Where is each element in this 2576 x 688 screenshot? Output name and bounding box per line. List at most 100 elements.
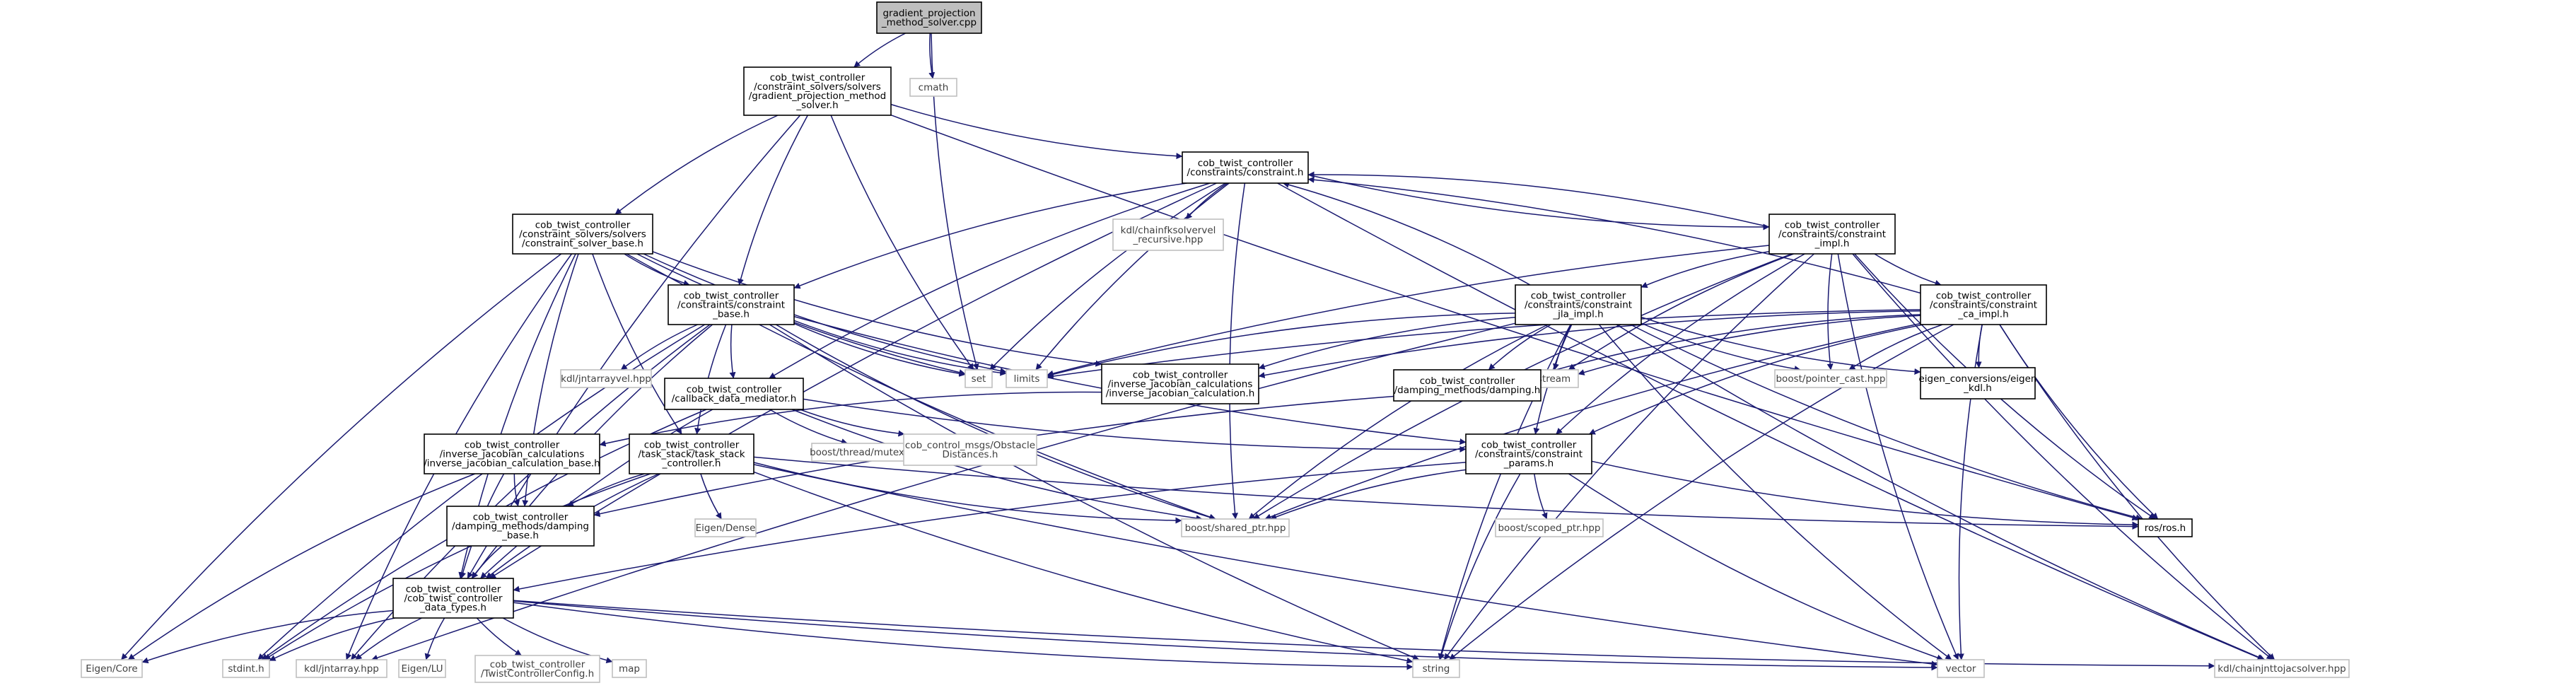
edge-constraint_params-to-scoped_ptr — [1534, 473, 1548, 520]
edge-gpms_h-to-ros — [890, 114, 2139, 521]
node-box — [1182, 151, 1309, 184]
edge-ca_impl-to-string — [1449, 324, 1954, 660]
node-label-line: _method_solver.cpp — [881, 17, 977, 28]
node-box — [1112, 218, 1224, 251]
edge-constraint_h-to-limits — [1035, 182, 1230, 371]
node-label-line: boost/pointer_cast.hpp — [1776, 373, 1885, 385]
edge-jla_impl-to-string — [1438, 324, 1571, 660]
edge-constraint_h-to-shared_ptr — [1229, 182, 1246, 520]
node-label-line: /constraints/constraint.h — [1187, 167, 1304, 178]
node-jnttojac: kdl/chainjnttojacsolver.hpp — [2214, 659, 2350, 678]
node-vector: vector — [1937, 659, 1985, 678]
node-cmath: cmath — [909, 78, 957, 97]
node-label-line: string — [1423, 663, 1450, 675]
node-shared-ptr: boost/shared_ptr.hpp — [1181, 518, 1290, 537]
node-root[interactable]: gradient_projection_method_solver.cpp — [876, 1, 982, 34]
node-constraint-base[interactable]: cob_twist_controller/constraints/constra… — [668, 284, 795, 325]
edge-ca_impl-to-constraint_params — [1588, 324, 1923, 435]
node-box — [1495, 518, 1604, 537]
edge-ca_impl-to-pointer_cast — [1848, 324, 1943, 371]
node-stdint: stdint.h — [222, 659, 270, 678]
node-box — [446, 506, 595, 547]
node-damping-h[interactable]: cob_twist_controller/damping_methods/dam… — [1393, 369, 1541, 402]
node-label-line: /callback_data_mediator.h — [672, 393, 797, 404]
node-string: string — [1412, 659, 1460, 678]
edge-data_types-to-string — [513, 602, 1414, 670]
node-label-line: /cob_twist_controller — [404, 593, 503, 605]
edge-ca_impl-to-damping_h — [1540, 314, 1921, 375]
node-label-line: cob_twist_controller — [1785, 220, 1880, 231]
edge-constraint_impl-to-limits — [1047, 245, 1770, 377]
node-box — [743, 66, 892, 116]
node-box — [909, 78, 957, 97]
node-task-stack[interactable]: cob_twist_controller/task_stack/task_sta… — [629, 433, 754, 474]
node-ca-impl[interactable]: cob_twist_controller/constraints/constra… — [1920, 284, 2047, 325]
edge-constraint_impl-to-sstream — [1568, 253, 1794, 371]
node-label-line: cob_twist_controller — [490, 659, 585, 670]
edge-data_types-to-twist_config — [476, 617, 522, 656]
edge-task_stack-to-string — [753, 471, 1414, 664]
node-limits: limits — [1006, 369, 1048, 388]
node-label-line: cob_twist_controller — [1531, 291, 1626, 302]
edge-constraint_params-to-ros — [1591, 460, 2139, 528]
node-box — [1768, 214, 1896, 255]
edge-data_types-to-eigen_lu — [424, 617, 445, 660]
edge-constraint_impl-to-ca_impl — [1874, 253, 1942, 286]
node-label-line: kdl/chainjnttojacsolver.hpp — [2217, 663, 2345, 675]
node-eigen-core: Eigen/Core — [81, 659, 143, 678]
edge-constraint_impl-to-constraint_h — [1307, 171, 1770, 228]
node-constraint-params[interactable]: cob_twist_controller/constraints/constra… — [1465, 433, 1592, 474]
node-box — [2138, 518, 2193, 537]
node-box — [1101, 363, 1259, 404]
dependency-edges — [120, 33, 2275, 671]
edge-ca_impl-to-limits — [1047, 309, 1921, 380]
node-box — [222, 659, 270, 678]
node-ijc-base[interactable]: cob_twist_controller/inverse_jacobian_ca… — [424, 433, 600, 474]
node-gpms-h[interactable]: cob_twist_controller/constraint_solvers/… — [743, 66, 892, 116]
node-label-line: Distances.h — [943, 449, 998, 460]
edge-task_stack-to-damping_base — [567, 473, 645, 507]
node-box — [664, 378, 804, 410]
edge-jla_impl-to-constraint_h — [1282, 181, 1531, 286]
edge-callback-to-shared_ptr — [792, 409, 1203, 522]
node-label-line: stdint.h — [228, 663, 264, 675]
node-label-line: _recursive.hpp — [1133, 234, 1204, 245]
edge-constraint_params-to-shared_ptr — [1270, 469, 1467, 520]
node-label-line: sstream — [1532, 373, 1570, 385]
node-damping-base[interactable]: cob_twist_controller/damping_methods/dam… — [446, 506, 595, 547]
edge-jla_impl-to-damping_h — [1488, 324, 1551, 371]
node-data-types[interactable]: cob_twist_controller/cob_twist_controlle… — [392, 578, 514, 619]
node-label-line: eigen_conversions/eigen — [1919, 373, 2037, 385]
edge-constraint_impl-to-jla_impl — [1640, 251, 1770, 288]
edge-ca_impl-to-ijc — [1258, 310, 1921, 378]
node-ijc[interactable]: cob_twist_controller/inverse_jacobian_ca… — [1101, 363, 1259, 404]
node-label-line: _controller.h — [662, 458, 721, 470]
node-callback[interactable]: cob_twist_controller/callback_data_media… — [664, 378, 804, 410]
node-label-line: vector — [1946, 663, 1976, 675]
node-box — [629, 433, 754, 474]
node-constraint-h[interactable]: cob_twist_controller/constraints/constra… — [1182, 151, 1309, 184]
node-box — [1937, 659, 1985, 678]
node-label-line: /constraints/constraint — [1930, 300, 2037, 311]
node-twist-config: cob_twist_controller/TwistControllerConf… — [474, 655, 600, 683]
node-label-line: kdl/chainfksolvervel — [1121, 225, 1216, 236]
node-solver-base[interactable]: cob_twist_controller/constraint_solvers/… — [512, 214, 653, 255]
node-eigen-kdl[interactable]: eigen_conversions/eigen_kdl.h — [1919, 367, 2037, 400]
edge-jla_impl-to-shared_ptr — [1248, 324, 1549, 520]
edge-jla_impl-to-eigen_kdl — [1640, 316, 1921, 375]
node-constraint-impl[interactable]: cob_twist_controller/constraints/constra… — [1768, 214, 1896, 255]
node-jla-impl[interactable]: cob_twist_controller/constraints/constra… — [1515, 284, 1642, 325]
node-ros[interactable]: ros/ros.h — [2138, 518, 2193, 537]
node-label-line: Eigen/LU — [402, 663, 443, 675]
node-label-line: cob_twist_controller — [1198, 158, 1293, 169]
node-label-line: /inverse_jacobian_calculations — [1108, 379, 1253, 390]
edge-jla_impl-to-ijc — [1258, 316, 1516, 370]
edge-constraint_params-to-string — [1438, 473, 1521, 660]
node-label-line: /constraint_solver_base.h — [522, 238, 643, 250]
edge-gpms_h-to-constraint_h — [890, 103, 1183, 160]
edge-constraint_impl-to-string — [1443, 253, 1814, 660]
edge-data_types-to-eigen_core — [141, 610, 394, 664]
node-label-line: set — [972, 373, 986, 385]
edge-gpms_h-to-constraint_base — [738, 115, 808, 286]
